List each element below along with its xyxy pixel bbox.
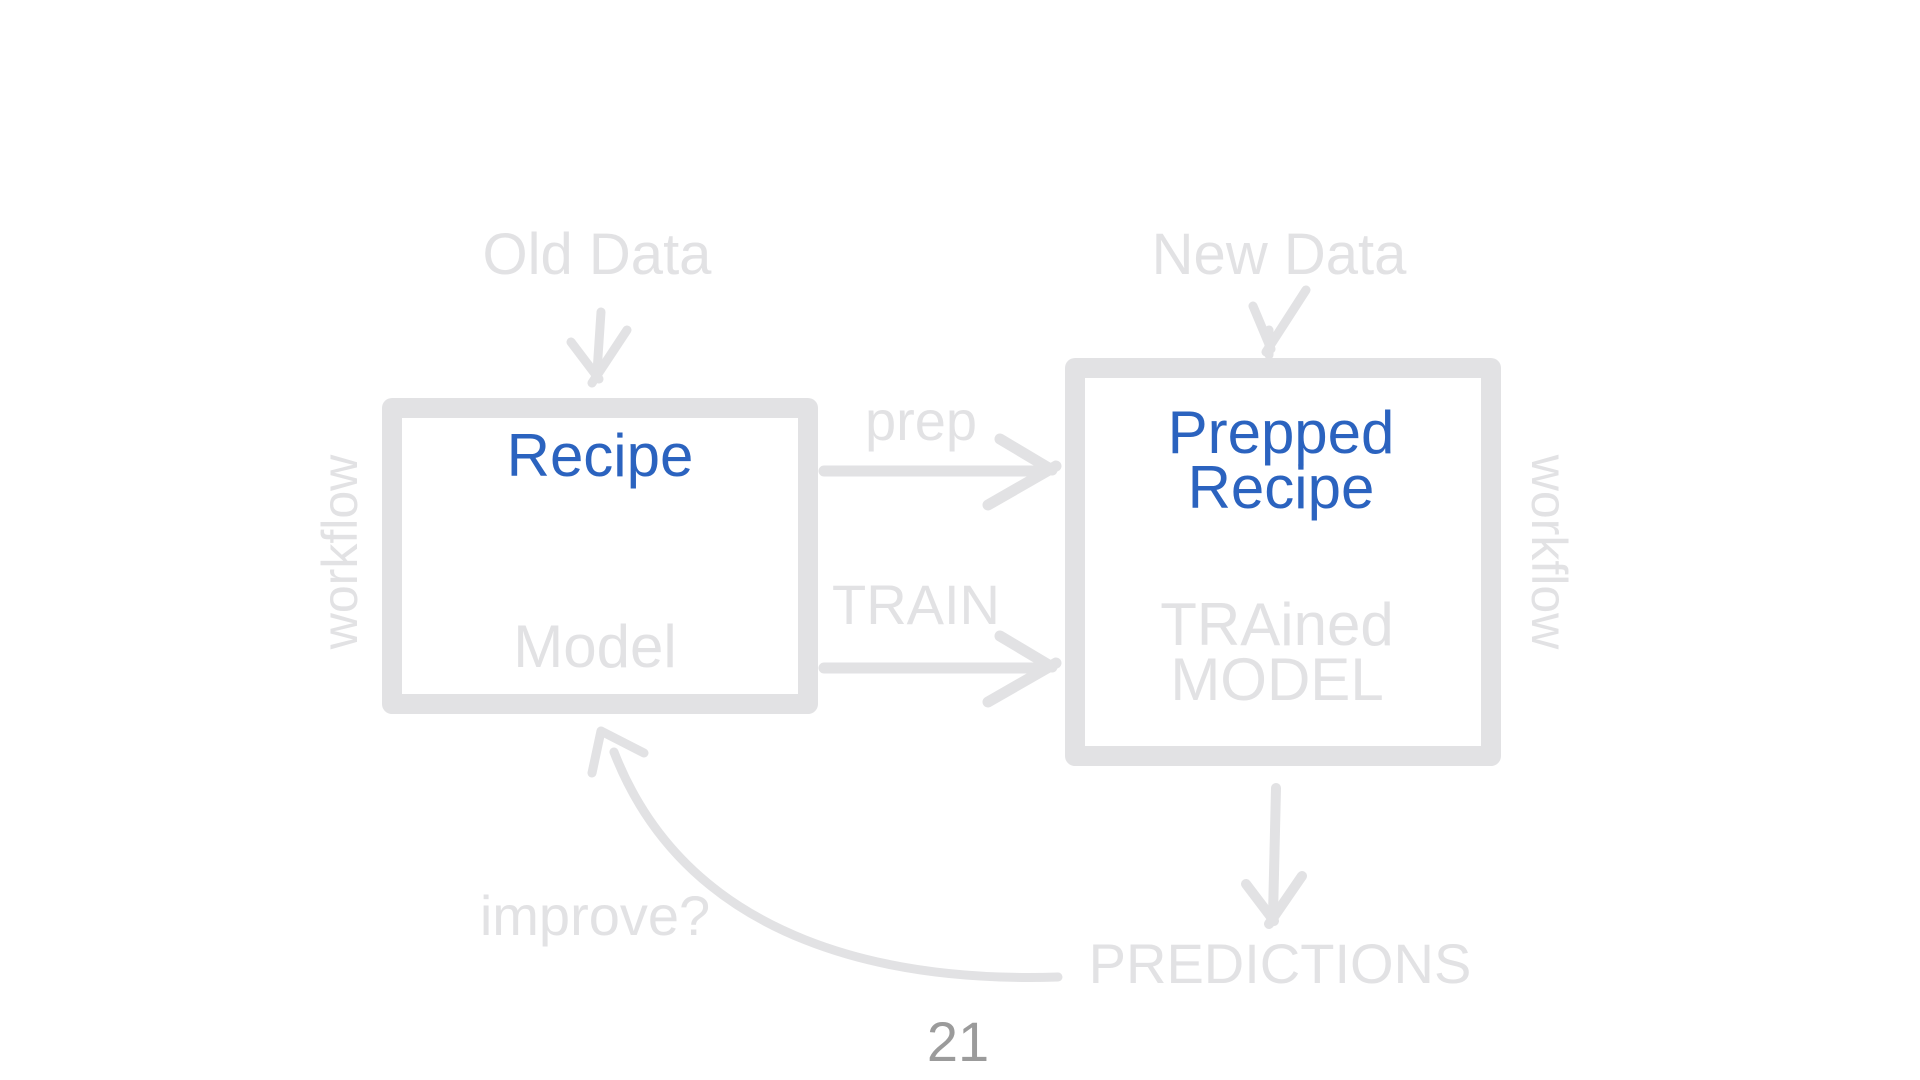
improve-label: improve? — [479, 884, 711, 947]
page-number: 21 — [926, 1010, 990, 1073]
trained-model-line2: MODEL — [1170, 646, 1384, 713]
prep-label: prep — [864, 389, 978, 452]
old-data-arrow-icon — [566, 307, 632, 388]
prepped-recipe-line2: Recipe — [1187, 454, 1375, 521]
prepped-recipe-label: Prepped Recipe — [1167, 398, 1395, 521]
left-workflow-box — [382, 398, 818, 714]
workflow-side-label-right: workflow — [1521, 454, 1577, 650]
trained-model-line1: TRAined — [1160, 590, 1394, 658]
predictions-arrow-icon — [1241, 783, 1307, 929]
trained-model-label: TRAined MODEL — [1160, 590, 1394, 713]
prepped-recipe-line1: Prepped — [1167, 398, 1395, 466]
model-label: Model — [513, 613, 677, 680]
predictions-label: PREDICTIONS — [1088, 932, 1472, 995]
recipe-label: Recipe — [506, 422, 694, 489]
workflow-side-label-left: workflow — [312, 454, 368, 650]
train-arrow-icon — [818, 630, 1062, 708]
right-workflow-box — [1065, 358, 1501, 766]
train-label: TRAIN — [832, 573, 1000, 636]
old-data-label: Old Data — [482, 222, 712, 287]
new-data-label: New Data — [1151, 222, 1407, 287]
new-data-arrow-icon — [1248, 285, 1311, 360]
